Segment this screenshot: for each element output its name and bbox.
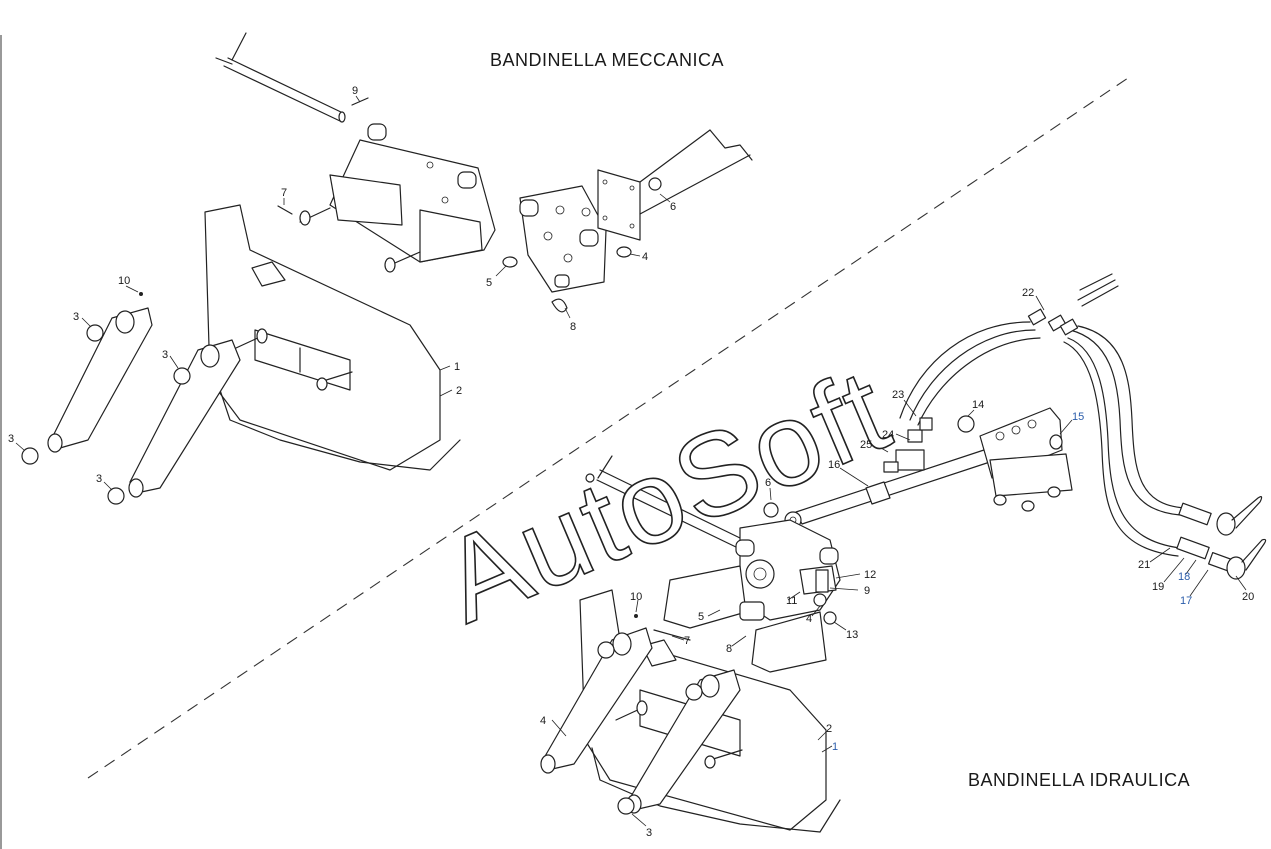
link-arm-bottom-right <box>626 669 741 814</box>
upper-bracket <box>299 123 496 273</box>
callout-label: 7 <box>281 187 287 199</box>
callout-label: 9 <box>864 585 870 597</box>
callout-label: 4 <box>642 251 648 263</box>
washer-3b <box>173 367 191 385</box>
callout-label: 3 <box>162 349 168 361</box>
quick-couplers <box>1176 496 1267 580</box>
hydraulic-assembly <box>540 273 1267 833</box>
callout-labels: 9 7 6 4 5 8 10 3 3 3 3 1 2 22 23 14 15 2… <box>8 85 1254 839</box>
washer-4 <box>616 246 632 258</box>
link-arm-middle <box>128 339 241 498</box>
callout-label: 17 <box>1180 595 1192 607</box>
washer-3-hyd-a <box>597 641 615 659</box>
callout-label: 6 <box>765 477 771 489</box>
callout-label: 3 <box>8 433 14 445</box>
callout-label: 1 <box>832 741 838 753</box>
callout-label: 25 <box>860 439 872 451</box>
leader-lines-bottom <box>551 295 1247 827</box>
handle-rod <box>215 32 346 123</box>
callout-label: 3 <box>646 827 652 839</box>
callout-label: 11 <box>786 595 797 607</box>
title-mechanical: BANDINELLA MECCANICA <box>490 50 725 70</box>
callout-label: 8 <box>726 643 732 655</box>
bushing-5 <box>502 256 518 268</box>
blade-plate-mechanical <box>204 204 461 471</box>
callout-label: 2 <box>826 723 832 735</box>
callout-label: 3 <box>73 311 79 323</box>
callout-label: 4 <box>806 613 812 625</box>
washer-3d <box>107 487 125 505</box>
valve-block <box>883 417 933 473</box>
hydraulic-hoses <box>899 321 1186 557</box>
leader-lines-top <box>15 95 671 491</box>
callout-label: 23 <box>892 389 904 401</box>
hose-fittings-22 <box>1027 273 1119 336</box>
callout-label: 4 <box>540 715 546 727</box>
link-arm-bottom-left <box>540 627 653 774</box>
callout-label: 7 <box>684 635 690 647</box>
callout-label: 14 <box>972 399 984 411</box>
mounting-plate <box>519 185 607 293</box>
pin-7 <box>277 205 293 215</box>
callout-label: 24 <box>882 429 894 441</box>
callout-label: 1 <box>454 361 460 373</box>
pin-7-hyd <box>653 629 691 641</box>
callout-label: 15 <box>1072 411 1084 423</box>
mechanical-assembly <box>15 32 753 505</box>
callout-label: 12 <box>864 569 876 581</box>
section-divider-dashed <box>87 77 1129 779</box>
washer-3c <box>21 447 39 465</box>
grease-nipple-10-hyd <box>634 614 638 618</box>
washer-3-hyd-c <box>617 797 635 815</box>
nut-6-hyd <box>763 502 779 518</box>
nut-6 <box>648 177 662 191</box>
callout-label: 8 <box>570 321 576 333</box>
grease-nipple-10 <box>139 292 143 296</box>
callout-label: 10 <box>630 591 642 603</box>
callout-label: 18 <box>1178 571 1190 583</box>
callout-label: 13 <box>846 629 858 641</box>
link-arm-left <box>47 307 153 453</box>
callout-label: 3 <box>96 473 102 485</box>
callout-label: 5 <box>486 277 492 289</box>
callout-label: 20 <box>1242 591 1254 603</box>
callout-label: 19 <box>1152 581 1164 593</box>
bracket-15 <box>979 407 1073 512</box>
long-rod <box>585 455 741 549</box>
callout-label: 9 <box>352 85 358 97</box>
washer-3a <box>86 324 104 342</box>
clip-8 <box>551 298 568 313</box>
callout-label: 5 <box>698 611 704 623</box>
washer-3-hyd-b <box>685 683 703 701</box>
nut-14 <box>957 415 975 433</box>
title-hydraulic: BANDINELLA IDRAULICA <box>968 770 1191 790</box>
callout-label: 2 <box>456 385 462 397</box>
callout-label: 16 <box>828 459 840 471</box>
callout-label: 21 <box>1138 559 1150 571</box>
nut-13 <box>823 611 837 625</box>
callout-label: 22 <box>1022 287 1034 299</box>
callout-label: 10 <box>118 275 130 287</box>
frame-beam <box>597 129 753 241</box>
hydraulic-cylinder <box>784 447 997 529</box>
pivot-plate <box>735 519 841 621</box>
lower-brackets <box>663 565 827 673</box>
callout-label: 6 <box>670 201 676 213</box>
washer-4-hyd <box>813 593 827 607</box>
